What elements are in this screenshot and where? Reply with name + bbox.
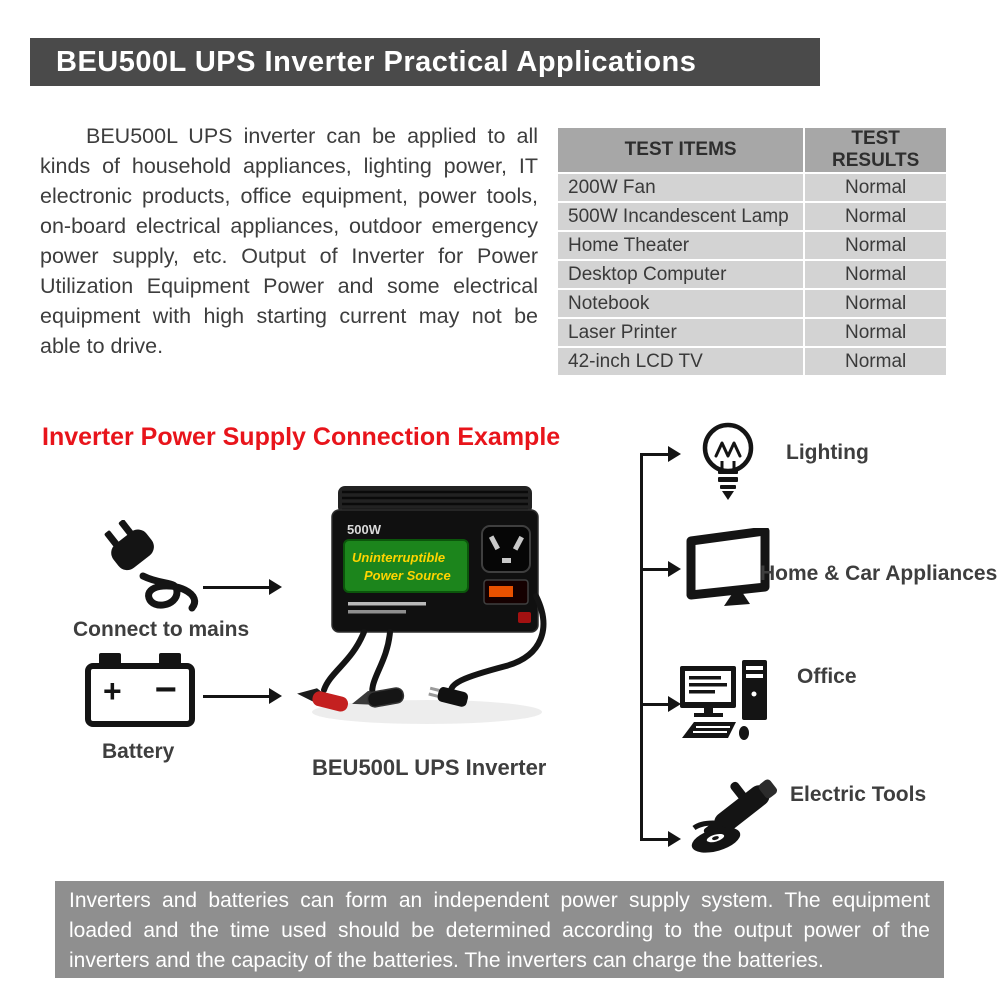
test-result-cell: Normal: [805, 203, 946, 230]
battery-body: + −: [85, 663, 195, 727]
arrowhead-icon: [269, 688, 282, 704]
test-item-cell: 42-inch LCD TV: [558, 348, 804, 375]
connection-line: [640, 568, 668, 571]
battery-label: Battery: [102, 740, 175, 763]
intro-paragraph: BEU500L UPS inverter can be applied to a…: [40, 124, 538, 358]
test-result-cell: Normal: [805, 174, 946, 201]
battery-icon: + −: [85, 653, 195, 731]
test-results-table: TEST ITEMS TEST RESULTS 200W Fan Normal …: [556, 126, 948, 377]
product-tagline-line2: Power Source: [364, 568, 451, 583]
connection-line: [203, 586, 269, 589]
test-result-cell: Normal: [805, 319, 946, 346]
table-row: Notebook Normal: [558, 290, 946, 317]
test-item-cell: Notebook: [558, 290, 804, 317]
arrowhead-icon: [668, 831, 681, 847]
tv-icon: [686, 528, 770, 606]
page-title: BEU500L UPS Inverter Practical Applicati…: [56, 46, 697, 78]
inverter-product-image: 500W Uninterruptible Power Source: [297, 486, 547, 724]
product-watt-text: 500W: [347, 522, 382, 537]
angle-grinder-icon: [691, 779, 778, 853]
load-label-lighting: Lighting: [786, 441, 869, 464]
test-result-cell: Normal: [805, 232, 946, 259]
connect-to-mains-label: Connect to mains: [73, 618, 250, 641]
table-row: 42-inch LCD TV Normal: [558, 348, 946, 375]
connection-trunk-line: [640, 454, 643, 841]
col-header-test-items: TEST ITEMS: [558, 128, 804, 172]
power-plug: [428, 686, 469, 707]
footer-note: Inverters and batteries can form an inde…: [55, 881, 944, 978]
arrowhead-icon: [269, 579, 282, 595]
page-title-banner: BEU500L UPS Inverter Practical Applicati…: [30, 38, 820, 86]
test-result-cell: Normal: [805, 261, 946, 288]
load-label-home-car-appliances: Home & Car Appliances: [760, 562, 998, 585]
connection-line: [640, 838, 668, 841]
test-result-cell: Normal: [805, 290, 946, 317]
table-row: Desktop Computer Normal: [558, 261, 946, 288]
test-item-cell: Desktop Computer: [558, 261, 804, 288]
test-result-cell: Normal: [805, 348, 946, 375]
diagram-title: Inverter Power Supply Connection Example: [42, 423, 561, 451]
inverter-caption: BEU500L UPS Inverter: [312, 755, 547, 780]
connection-line: [203, 695, 269, 698]
black-battery-clamp: [352, 687, 405, 708]
connection-line: [640, 703, 668, 706]
table-row: 200W Fan Normal: [558, 174, 946, 201]
battery-terminal: [99, 653, 121, 665]
connection-line: [640, 453, 668, 456]
col-header-test-results: TEST RESULTS: [805, 128, 946, 172]
product-tagline-line1: Uninterruptible: [352, 550, 445, 565]
red-battery-clamp: [297, 688, 349, 712]
battery-terminal: [159, 653, 181, 665]
table-row: Home Theater Normal: [558, 232, 946, 259]
load-label-office: Office: [797, 665, 857, 688]
table-header-row: TEST ITEMS TEST RESULTS: [558, 128, 946, 172]
arrowhead-icon: [668, 696, 681, 712]
table-row: 500W Incandescent Lamp Normal: [558, 203, 946, 230]
battery-plus-symbol: +: [103, 673, 122, 709]
test-item-cell: Laser Printer: [558, 319, 804, 346]
test-item-cell: Home Theater: [558, 232, 804, 259]
desktop-computer-icon: [680, 660, 767, 740]
mains-plug-icon: [104, 520, 199, 612]
load-label-electric-tools: Electric Tools: [790, 783, 927, 806]
test-item-cell: 500W Incandescent Lamp: [558, 203, 804, 230]
arrowhead-icon: [668, 561, 681, 577]
arrowhead-icon: [668, 446, 681, 462]
lightbulb-icon: [702, 422, 754, 500]
battery-minus-symbol: −: [154, 669, 177, 711]
test-item-cell: 200W Fan: [558, 174, 804, 201]
table-row: Laser Printer Normal: [558, 319, 946, 346]
